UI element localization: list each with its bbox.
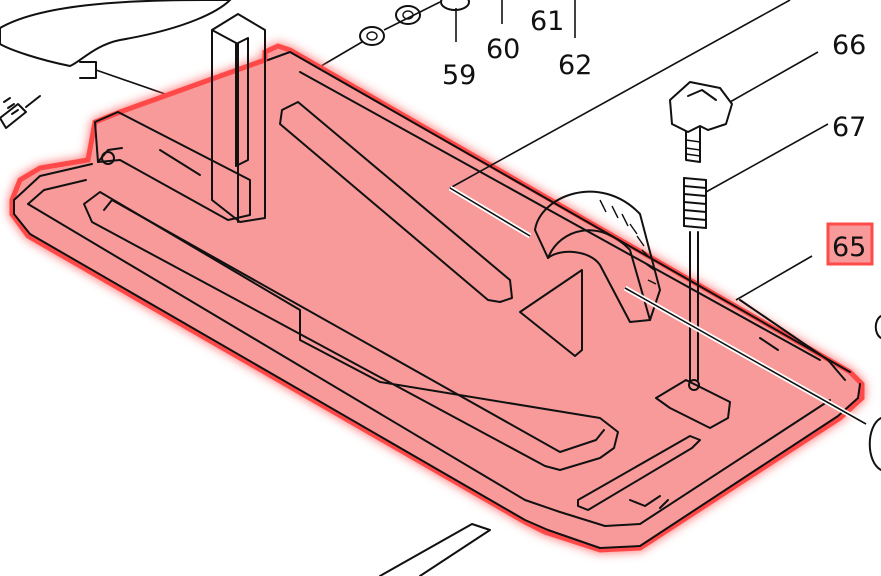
- callout-67: 67: [832, 112, 866, 143]
- callout-66: 66: [832, 30, 866, 61]
- base-plate-lineart: [13, 51, 861, 549]
- callout-60: 60: [486, 34, 520, 65]
- callout-65-highlight-box: [826, 222, 874, 266]
- callout-62: 62: [558, 50, 592, 81]
- callout-59: 59: [442, 60, 476, 91]
- motor-housing-fragment: [0, 0, 232, 79]
- slat-part: [379, 523, 491, 576]
- knob-part-66: [669, 81, 733, 163]
- angle-scale-bracket: [519, 190, 661, 357]
- callout-65-selected[interactable]: 65: [826, 222, 874, 266]
- ring-part: [868, 417, 881, 471]
- nut-part-61: [440, 0, 470, 11]
- fence-bracket: [94, 13, 266, 223]
- washer-part-59: [359, 26, 385, 46]
- washer-part-60: [395, 5, 421, 25]
- leader-line-top: [449, 0, 791, 189]
- callout-61: 61: [530, 6, 564, 37]
- callout-leaders: [455, 0, 829, 301]
- washer-axis-line: [383, 1, 441, 31]
- spring-part-67: [683, 177, 707, 229]
- callout-65: 65: [832, 232, 866, 263]
- bolt-part: [655, 231, 731, 429]
- screw-part: [0, 95, 41, 129]
